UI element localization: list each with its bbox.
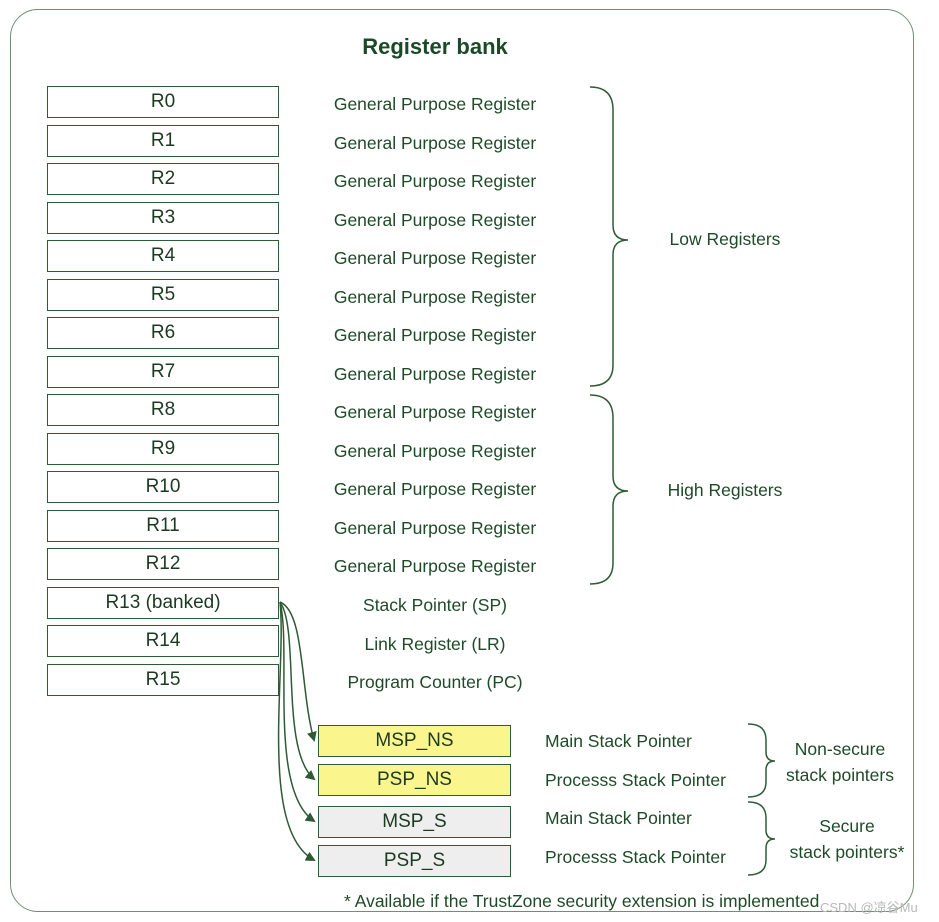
register-description: General Purpose Register	[333, 94, 537, 114]
psp-ns-box: PSP_NS	[318, 764, 511, 796]
diagram-title: Register bank	[362, 34, 508, 59]
diagram-frame	[10, 9, 914, 912]
register-r4: R4	[47, 240, 279, 272]
secure-label-line2: stack pointers*	[789, 842, 905, 862]
non-secure-brace	[747, 723, 776, 798]
secure-brace	[747, 801, 776, 876]
register-description: General Purpose Register	[333, 518, 537, 538]
stack-pointer-description: Processs Stack Pointer	[545, 770, 726, 790]
register-r0: R0	[47, 86, 279, 118]
register-r11: R11	[47, 510, 279, 542]
register-description: General Purpose Register	[333, 479, 537, 499]
register-description: General Purpose Register	[333, 556, 537, 576]
psp-s-box: PSP_S	[318, 845, 511, 877]
high-registers-brace	[589, 394, 629, 585]
register-r5: R5	[47, 279, 279, 311]
register-description: General Purpose Register	[333, 325, 537, 345]
arrow-to-msp-s	[279, 601, 316, 823]
register-r12: R12	[47, 548, 279, 580]
register-r14: R14	[47, 625, 279, 657]
non-secure-label-line1: Non-secure	[794, 739, 886, 759]
register-r15: R15	[47, 664, 279, 696]
non-secure-label: Non-secure stack pointers	[765, 736, 915, 788]
register-description: General Purpose Register	[333, 441, 537, 461]
register-description: General Purpose Register	[333, 287, 537, 307]
stack-pointer-description: Processs Stack Pointer	[545, 847, 726, 867]
non-secure-label-line2: stack pointers	[786, 765, 894, 785]
register-description: General Purpose Register	[333, 210, 537, 230]
secure-label: Secure stack pointers*	[772, 813, 922, 865]
msp-ns-box: MSP_NS	[318, 725, 511, 757]
arrow-to-psp-ns	[279, 601, 316, 781]
high-registers-label: High Registers	[667, 480, 783, 500]
stack-pointer-description: Main Stack Pointer	[545, 808, 692, 828]
register-description: Program Counter (PC)	[347, 672, 523, 692]
low-registers-label: Low Registers	[669, 229, 781, 249]
register-description: General Purpose Register	[333, 133, 537, 153]
register-description: General Purpose Register	[333, 402, 537, 422]
footnote: * Available if the TrustZone security ex…	[344, 891, 820, 911]
register-description: Link Register (LR)	[364, 634, 506, 654]
msp-s-box: MSP_S	[318, 806, 511, 838]
register-description: General Purpose Register	[333, 171, 537, 191]
register-r7: R7	[47, 356, 279, 388]
register-r6: R6	[47, 317, 279, 349]
stack-pointer-description: Main Stack Pointer	[545, 731, 692, 751]
register-r9: R9	[47, 433, 279, 465]
register-r10: R10	[47, 471, 279, 503]
register-r1: R1	[47, 125, 279, 157]
register-r3: R3	[47, 202, 279, 234]
register-r2: R2	[47, 163, 279, 195]
register-description: General Purpose Register	[333, 364, 537, 384]
register-r13: R13 (banked)	[47, 587, 279, 619]
register-description: Stack Pointer (SP)	[363, 595, 507, 615]
low-registers-brace	[589, 86, 629, 387]
arrow-to-msp-ns	[279, 601, 317, 742]
register-description: General Purpose Register	[333, 248, 537, 268]
arrow-to-psp-s	[277, 601, 316, 861]
register-r8: R8	[47, 394, 279, 426]
secure-label-line1: Secure	[819, 816, 875, 836]
watermark: CSDN @凉谷Mu	[820, 900, 918, 915]
